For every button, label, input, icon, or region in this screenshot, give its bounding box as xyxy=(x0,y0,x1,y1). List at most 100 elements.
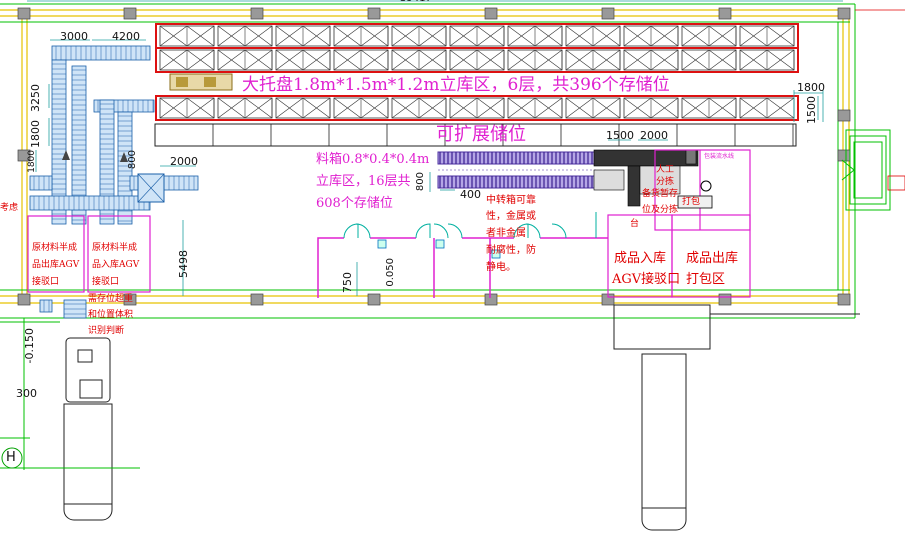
conveyor-arrows xyxy=(62,150,128,162)
dim-3000: 3000 xyxy=(60,30,88,43)
raw-out-label-3: 接驳口 xyxy=(32,277,60,287)
grid-label-h: H xyxy=(6,450,16,465)
rack-cell xyxy=(739,49,795,71)
rack-cell xyxy=(391,25,447,47)
pack-machine xyxy=(677,180,713,209)
rack-cell xyxy=(391,97,447,119)
pink-small-label: 包装流水线 xyxy=(704,153,735,160)
rack-cell xyxy=(275,25,331,47)
rack-cell xyxy=(217,25,273,47)
raw-in-label-1: 原材料半成 xyxy=(92,243,138,253)
expand-zone-label: 可扩展储位 xyxy=(436,124,526,145)
rack-dimension-lines xyxy=(35,39,824,296)
loading-dock xyxy=(613,304,860,350)
dim-5498: 5498 xyxy=(177,250,190,278)
rack-cell xyxy=(681,25,737,47)
rack-cell xyxy=(681,49,737,71)
rack-cell xyxy=(681,97,737,119)
manual-pick-1: 人工 xyxy=(656,165,675,175)
rack-cell xyxy=(159,49,215,71)
stacker-crane xyxy=(169,73,233,91)
storage-note-1: 需存位超重 xyxy=(88,294,134,304)
left-conveyor-system xyxy=(29,45,199,319)
truck-left xyxy=(63,337,113,521)
rack-cell xyxy=(333,97,389,119)
picking-conveyor xyxy=(593,149,699,207)
expand-zone-box xyxy=(154,123,797,147)
dim-3250: 3250 xyxy=(29,84,42,112)
storage-note-3: 识别判断 xyxy=(88,326,125,336)
dim-800-left: 800 xyxy=(127,150,138,170)
transfer-note-2: 性，金属或 xyxy=(486,211,536,222)
dim-750: 750 xyxy=(341,272,354,293)
finished-out-label-2: 打包区 xyxy=(686,272,726,287)
pallet-rack-row-3 xyxy=(155,95,799,121)
finished-out-label-1: 成品出库 xyxy=(686,251,739,266)
manual-pick-5: 台 xyxy=(630,219,640,229)
structural-columns xyxy=(17,7,851,306)
dim-0050: 0.050 xyxy=(385,258,396,287)
rack-cell xyxy=(333,25,389,47)
manual-pick-4: 位及分拣 xyxy=(642,205,679,215)
transfer-note-3: 者非金属 xyxy=(486,228,526,239)
dim-4200: 4200 xyxy=(112,30,140,43)
raw-out-label-1: 原材料半成 xyxy=(32,243,78,253)
transfer-station xyxy=(137,173,165,203)
dim-800-bin: 800 xyxy=(415,172,426,192)
dim-400: 400 xyxy=(460,188,481,201)
rack-cell xyxy=(623,97,679,119)
rack-cell xyxy=(739,25,795,47)
rack-cell xyxy=(391,49,447,71)
rack-cell xyxy=(449,49,505,71)
rack-cell xyxy=(275,97,331,119)
bin-zone-label-2: 立库区，16层共 xyxy=(316,174,411,189)
bin-zone-label-3: 608个存储位 xyxy=(316,196,393,211)
rack-cell xyxy=(623,25,679,47)
raw-in-label-3: 接驳口 xyxy=(92,277,120,287)
transfer-note-1: 中转箱可靠 xyxy=(486,195,536,206)
rack-cell xyxy=(507,25,563,47)
conveyor-segment xyxy=(29,175,53,191)
rack-cell xyxy=(217,97,273,119)
rack-cell xyxy=(217,49,273,71)
dim-1800-left: 1800 xyxy=(29,120,42,148)
bin-rack-row xyxy=(437,175,597,189)
dim-1500-right: 1500 xyxy=(805,96,818,124)
pallet-rack-rows xyxy=(155,23,799,121)
rack-cell xyxy=(623,49,679,71)
conveyor-segment xyxy=(71,65,87,225)
rack-cell xyxy=(159,97,215,119)
dim-2000-left: 2000 xyxy=(170,155,198,168)
dim-300: 300 xyxy=(16,387,37,400)
conveyor-segment xyxy=(39,299,53,313)
finished-in-label-1: 成品入库 xyxy=(614,251,667,266)
dim-1800-right: 1800 xyxy=(797,81,825,94)
truck-right xyxy=(641,353,687,531)
rack-cell xyxy=(449,97,505,119)
conveyor-segment xyxy=(63,299,87,319)
rack-cell xyxy=(565,49,621,71)
expand-zone-cells xyxy=(212,124,794,146)
right-red-marker xyxy=(887,175,905,191)
rack-cell xyxy=(507,97,563,119)
rack-cell xyxy=(565,97,621,119)
rack-cell xyxy=(565,25,621,47)
dim-1800-col: 1800 xyxy=(27,150,37,173)
rack-cell xyxy=(507,49,563,71)
transfer-note-4: 耐腐性，防 xyxy=(486,245,536,256)
finished-in-label-2: AGV接驳口 xyxy=(612,272,681,287)
manual-pick-3: 备货暂存 xyxy=(642,189,679,199)
conveyor-segment xyxy=(51,45,151,61)
doors xyxy=(343,212,597,239)
bin-rack-row xyxy=(437,151,597,165)
dim-neg0150: -0.150 xyxy=(23,328,36,364)
raw-in-label-2: 品入库AGV xyxy=(92,260,140,270)
pallet-zone-label: 大托盘1.8m*1.5m*1.2m立库区，6层，共396个存储位 xyxy=(242,75,670,95)
pallet-rack-row-1 xyxy=(155,23,799,49)
overall-dimension-text: 39417 xyxy=(400,0,432,4)
left-exterior xyxy=(0,318,140,470)
exterior-gate xyxy=(841,129,891,211)
consider-note: 考虑 xyxy=(0,203,19,213)
storage-note-2: 和位置体积 xyxy=(88,310,134,320)
office-partitions xyxy=(317,237,608,298)
